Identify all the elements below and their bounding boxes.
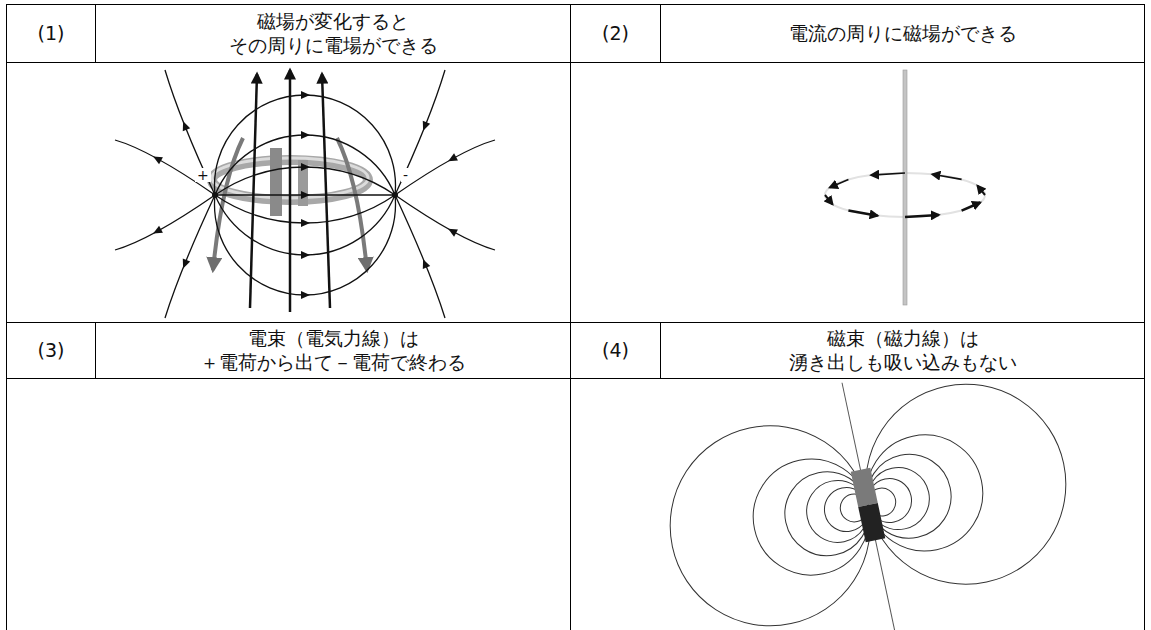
field-arrow [825,195,833,204]
header-cell: 電流の周りに磁場ができる [660,4,1145,63]
field-arrow [978,186,986,195]
table-border [7,62,1145,630]
arrowhead [301,219,310,227]
arrowhead [151,226,163,237]
electric-field-arrow [337,138,367,270]
arrowhead [301,131,310,139]
table-line [6,62,7,323]
magnetic-field-arrow [322,74,330,308]
cell-number: (2) [602,22,629,46]
field-slab [270,148,282,216]
field-line [395,140,495,195]
field-arrow [830,179,849,187]
field-line [215,195,395,255]
arrowhead [419,121,430,132]
arrowhead [301,251,310,259]
number-cell: (2) [570,4,661,63]
current-figure [825,70,985,305]
table-line [570,378,571,630]
wire [903,70,907,305]
number-cell: (1) [6,4,96,63]
field-line [115,140,215,195]
cell-number: (3) [38,339,65,363]
field-line [215,167,395,195]
charge-sign: + [195,168,211,182]
arrowhead [446,225,458,236]
field-line [165,195,215,318]
arrowhead [301,191,310,199]
dipole-field-lines [115,70,495,318]
field-arrow [932,174,961,179]
arrowhead [179,259,190,270]
arrowhead [151,153,163,164]
field-arrow [871,173,905,175]
charge-sign: - [401,168,410,182]
cell-number: (4) [602,339,629,363]
magnet-pole [851,468,878,507]
arrowhead [179,120,190,131]
cell-title: 磁束（磁力線）は 湧き出しも吸い込みもない [789,327,1017,375]
header-cell: 電束（電気力線）は ＋電荷から出て－電荷で終わる [95,322,571,379]
field-line [395,70,445,195]
magnet-axis [842,383,895,630]
field-line [847,366,1084,603]
number-cell: (3) [6,322,96,379]
cell-number: (1) [38,22,65,46]
field-line [395,195,495,250]
field-arrows [825,173,985,217]
field-line [215,195,395,223]
field-line [652,407,889,630]
table-line [1144,62,1145,323]
field-line [215,95,396,195]
arrowhead [301,163,310,171]
charge [392,192,398,198]
field-arrow [962,203,981,211]
magnetic-field-lines [652,366,1085,630]
header-cell: 磁場が変化すると その周りに電場ができる [95,4,571,63]
header-cell: 磁束（磁力線）は 湧き出しも吸い込みもない [660,322,1145,379]
magnet-figure [646,341,1090,630]
magnet-pole [858,503,885,542]
field-line [395,195,445,318]
field-line [215,135,395,195]
cell-title: 電束（電気力線）は ＋電荷から出て－電荷で終わる [200,327,466,375]
table-line [6,378,7,630]
magnetic-field-arrow [289,70,292,312]
field-arrowheads [151,91,458,299]
cell-title: 電流の周りに磁場ができる [789,22,1017,46]
table-line [1144,378,1145,630]
field-line [742,448,880,586]
field-line [165,70,215,195]
field-arrow [905,215,939,217]
field-line [215,195,396,295]
electric-field-arrow [213,138,243,270]
induction-figure [212,70,368,312]
arrowhead [446,153,458,164]
charge [212,192,218,198]
arrowhead [301,91,310,99]
field-line [115,195,215,250]
field-line [856,424,994,562]
field-arrow [848,211,877,216]
cell-title: 磁場が変化すると その周りに電場ができる [229,10,438,58]
arrowhead [419,258,430,269]
arrowhead [301,291,310,299]
table-line [570,62,571,323]
number-cell: (4) [570,322,661,379]
